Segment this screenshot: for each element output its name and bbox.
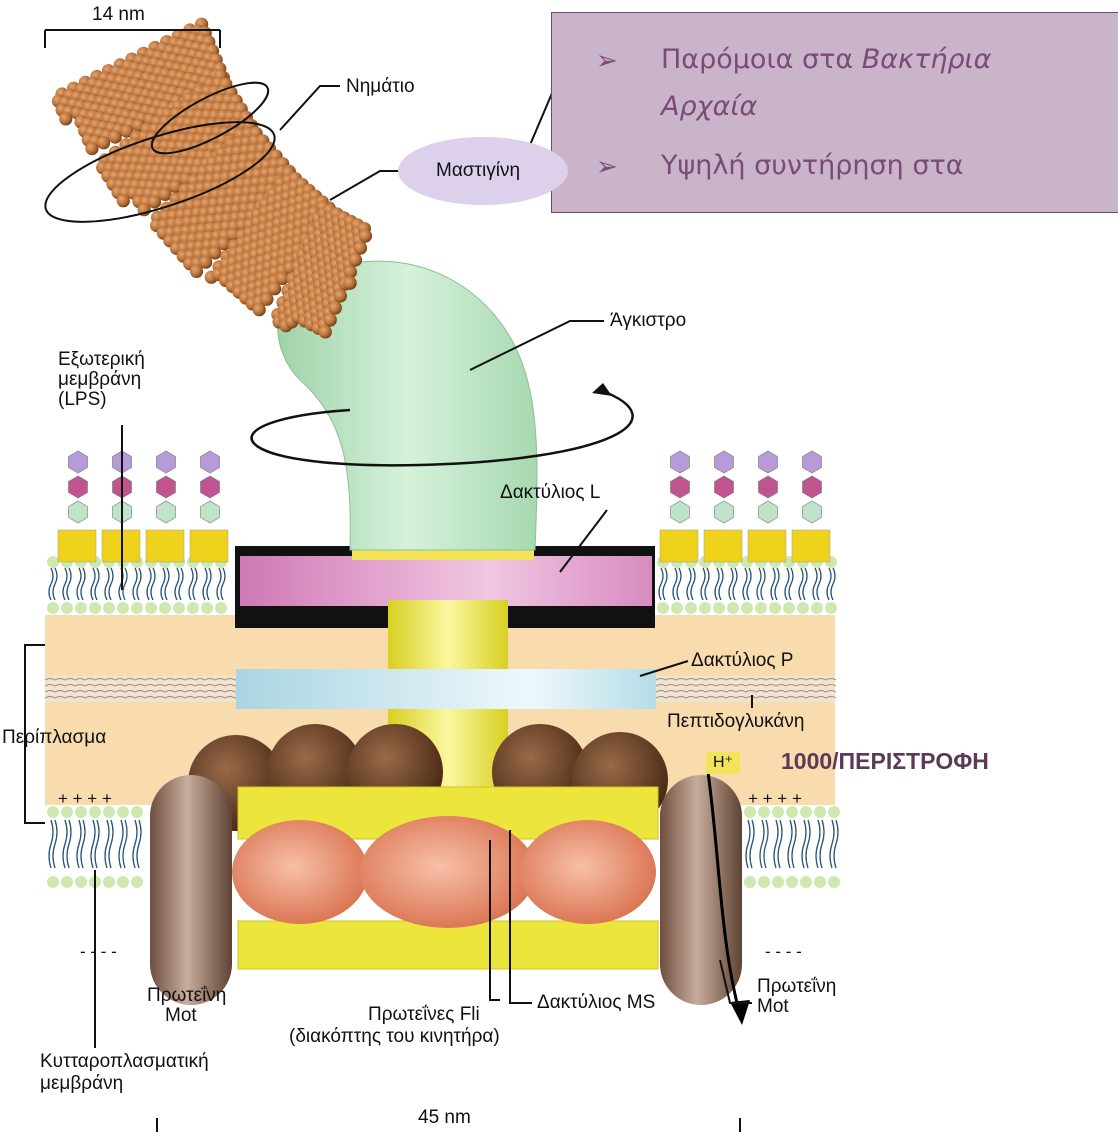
p-ring: [236, 669, 656, 709]
bullet-arrow-icon: ➢: [596, 44, 618, 76]
flagellin-subunit: [349, 253, 362, 266]
cyto-membrane-label-1: Κυτταροπλασματική: [40, 1052, 209, 1072]
fli-protein-right: [520, 820, 656, 924]
flagellin-subunit: [253, 303, 266, 316]
flagellin-subunit: [319, 325, 332, 338]
p-ring-label: Δακτύλιος P: [691, 651, 793, 671]
hook-label: Άγκιστρο: [610, 311, 686, 331]
flagellin-label: Μαστιγίνη: [436, 161, 520, 181]
fli-label-2: (διακόπτης του κινητήρα): [289, 1027, 500, 1047]
flagellin-subunit: [190, 265, 203, 278]
flagellin-subunit: [148, 195, 161, 208]
filament-label: Νημάτιο: [346, 77, 415, 97]
flagellin-subunit: [117, 194, 130, 207]
peptidoglycan-label: Πεπτιδογλυκάνη: [667, 712, 804, 732]
l-ring: [240, 556, 652, 606]
mot-left-label-2: Mot: [165, 1006, 197, 1026]
flagellin-subunit: [268, 282, 281, 295]
plus-charges-right: + + + +: [748, 789, 802, 809]
minus-charges-right: - - - -: [765, 942, 802, 962]
l-ring-label: Δακτύλιος L: [500, 483, 600, 503]
mot-protein-left: [150, 775, 232, 1005]
flagellin-subunit: [85, 142, 98, 155]
minus-charges-left: - - - -: [80, 942, 117, 962]
rotation-rate-label: 1000/ΠΕΡΙΣΤΡΟΦΗ: [781, 748, 989, 775]
flagellin-subunit: [97, 136, 110, 149]
flagellin-subunit: [343, 276, 356, 289]
ms-ring-label: Δακτύλιος MS: [537, 993, 655, 1013]
info-line-2: Αρχαία: [661, 91, 757, 123]
ms-ring-lower: [238, 921, 658, 969]
filament: [52, 18, 372, 339]
flagellin-subunit: [109, 130, 122, 143]
info-line-3: Υψηλή συντήρηση στα: [661, 150, 964, 182]
flagellin-subunit: [359, 229, 372, 242]
scale-bottom-label: 45 nm: [418, 1108, 471, 1128]
flagellin-subunit: [329, 301, 342, 314]
outer-membrane-label-1: Εξωτερική: [58, 350, 145, 370]
fli-protein-left: [232, 820, 368, 924]
info-line-1: Παρόμοια στα Βακτήρια: [661, 44, 991, 76]
plus-charges-left: + + + +: [58, 789, 112, 809]
mot-right-label-1: Πρωτεΐνη: [757, 977, 836, 997]
flagellin-subunit: [59, 112, 72, 125]
mot-right-label-2: Mot: [757, 997, 789, 1017]
cyto-membrane-label-2: μεμβράνη: [40, 1074, 123, 1094]
proton-label: H⁺: [713, 753, 733, 773]
outer-membrane-label-2: μεμβράνη: [58, 370, 141, 390]
fli-label-1: Πρωτεΐνες Fli: [368, 1005, 480, 1025]
info-box: [551, 12, 1118, 213]
flagellin-subunit: [324, 313, 337, 326]
periplasm-label: Περίπλασμα: [2, 728, 106, 748]
scale-top-label: 14 nm: [92, 5, 145, 25]
outer-membrane-label-3: (LPS): [58, 390, 107, 410]
mot-left-label-1: Πρωτεΐνη: [147, 986, 226, 1006]
bullet-arrow-icon: ➢: [596, 150, 618, 182]
flagellin-subunit: [354, 241, 367, 254]
flagellin-subunit: [334, 289, 347, 302]
